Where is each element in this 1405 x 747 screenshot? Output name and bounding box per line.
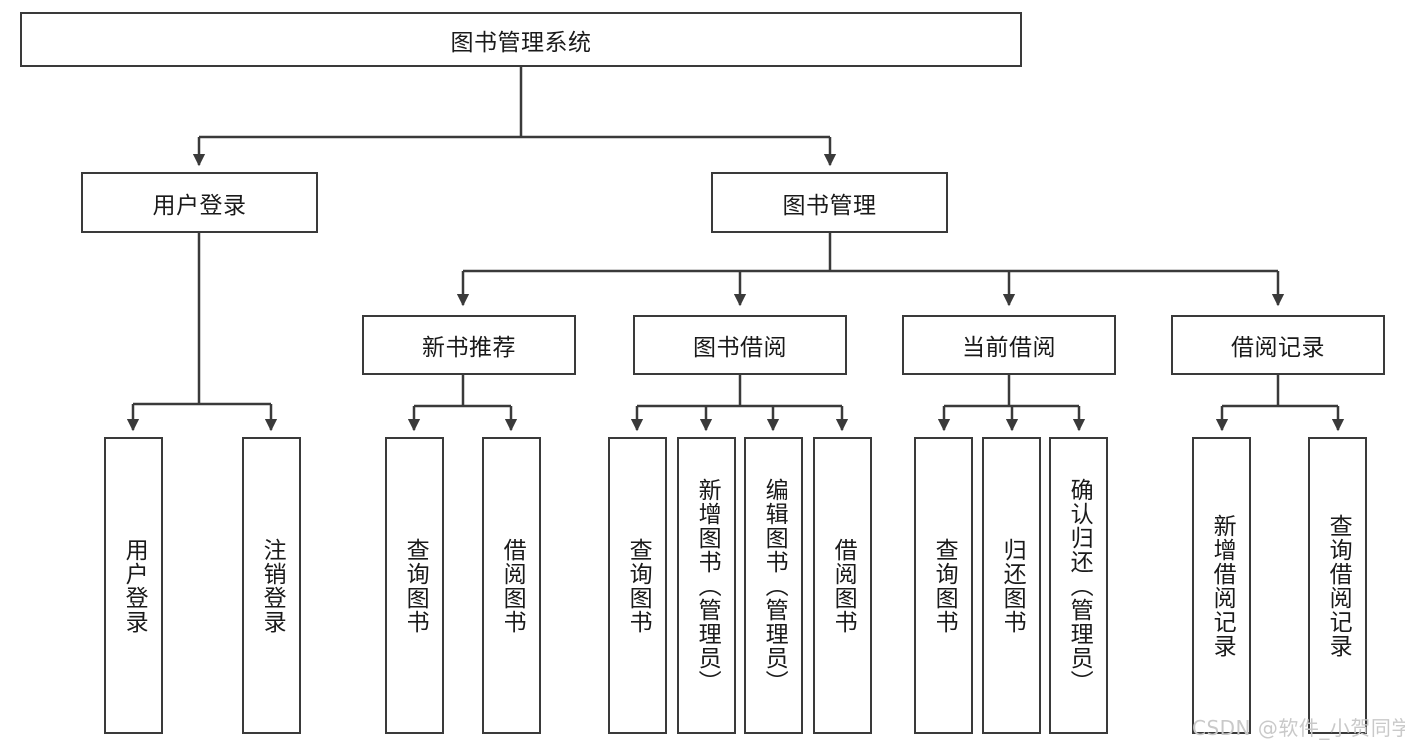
node-label: 图书管理系统 bbox=[450, 29, 592, 56]
node-label: 借阅图书 bbox=[499, 537, 526, 634]
node-label: 查询图书 bbox=[625, 537, 652, 634]
node-label: 借阅图书 bbox=[830, 537, 857, 634]
node-leaf-add-record[interactable]: 新增借阅记录 bbox=[1192, 437, 1251, 734]
node-leaf-add-book[interactable]: 新增图书（管理员） bbox=[677, 437, 736, 734]
node-label: 注销登录 bbox=[259, 537, 286, 634]
node-label: 用户登录 bbox=[152, 192, 247, 219]
node-user-login[interactable]: 用户登录 bbox=[81, 172, 318, 233]
node-leaf-return-book[interactable]: 归还图书 bbox=[982, 437, 1041, 734]
node-label: 当前借阅 bbox=[962, 335, 1056, 361]
node-label: 查询图书 bbox=[402, 537, 429, 634]
node-leaf-borrow-book-1[interactable]: 借阅图书 bbox=[482, 437, 541, 734]
node-book-borrow[interactable]: 图书借阅 bbox=[633, 315, 847, 375]
node-leaf-query-record[interactable]: 查询借阅记录 bbox=[1308, 437, 1367, 734]
node-label: 新增图书（管理员） bbox=[694, 477, 721, 694]
node-label: 用户登录 bbox=[121, 537, 148, 634]
node-leaf-query-book-2[interactable]: 查询图书 bbox=[608, 437, 667, 734]
node-book-management[interactable]: 图书管理 bbox=[711, 172, 948, 233]
node-label: 查询图书 bbox=[931, 537, 958, 634]
node-leaf-query-book-1[interactable]: 查询图书 bbox=[385, 437, 444, 734]
node-leaf-query-book-3[interactable]: 查询图书 bbox=[914, 437, 973, 734]
node-label: 新书推荐 bbox=[422, 335, 516, 361]
node-label: 图书借阅 bbox=[693, 335, 787, 361]
node-label: 归还图书 bbox=[999, 537, 1026, 634]
node-label: 图书管理 bbox=[782, 192, 877, 219]
node-label: 借阅记录 bbox=[1231, 335, 1325, 361]
node-borrow-record[interactable]: 借阅记录 bbox=[1171, 315, 1385, 375]
node-label: 新增借阅记录 bbox=[1209, 513, 1236, 658]
node-current-borrow[interactable]: 当前借阅 bbox=[902, 315, 1116, 375]
node-leaf-user-login[interactable]: 用户登录 bbox=[104, 437, 163, 734]
node-leaf-confirm-return[interactable]: 确认归还（管理员） bbox=[1049, 437, 1108, 734]
csdn-watermark: CSDN @软件_小贺同学 bbox=[1192, 716, 1405, 740]
node-label: 查询借阅记录 bbox=[1325, 513, 1352, 658]
node-label: 编辑图书（管理员） bbox=[761, 477, 788, 694]
node-book-management-system[interactable]: 图书管理系统 bbox=[20, 12, 1022, 67]
node-new-book-recommend[interactable]: 新书推荐 bbox=[362, 315, 576, 375]
node-label: 确认归还（管理员） bbox=[1066, 477, 1093, 694]
node-leaf-borrow-book-2[interactable]: 借阅图书 bbox=[813, 437, 872, 734]
node-leaf-logout-login[interactable]: 注销登录 bbox=[242, 437, 301, 734]
node-leaf-edit-book[interactable]: 编辑图书（管理员） bbox=[744, 437, 803, 734]
